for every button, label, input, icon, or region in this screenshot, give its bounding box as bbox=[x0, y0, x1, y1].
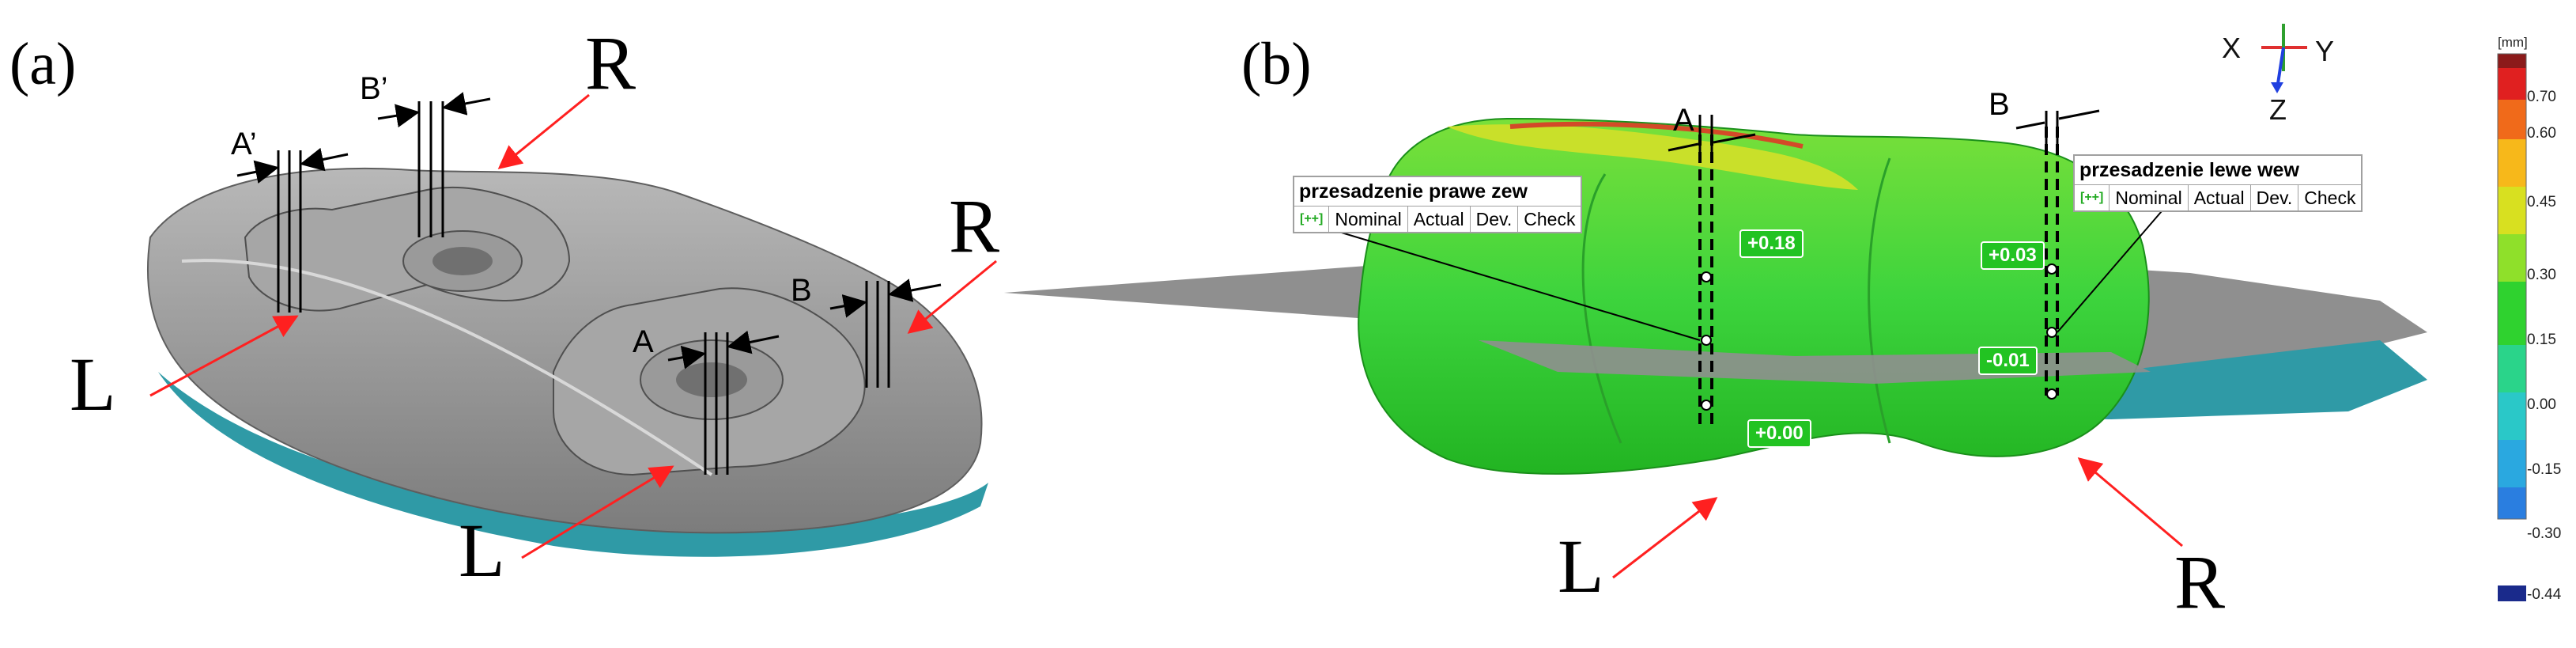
value-tag-b-bottom: -0.01 bbox=[1978, 347, 2038, 375]
scale-tick-7: -0.30 bbox=[2527, 525, 2562, 542]
table-right-col-check: Check bbox=[2304, 188, 2356, 208]
letter-l-left: L bbox=[70, 342, 116, 426]
red-arrows-a bbox=[149, 93, 997, 559]
table-left-header-row: [++] Nominal Actual Dev. Check bbox=[1294, 206, 1581, 232]
red-strip bbox=[1509, 121, 1804, 149]
table-left-icon: [++] bbox=[1294, 207, 1330, 232]
scale-tick-2: 0.45 bbox=[2527, 194, 2556, 210]
leader-right bbox=[2057, 205, 2167, 333]
annotation-table-left: przesadzenie prawe zew [++] Nominal Actu… bbox=[1293, 176, 1583, 233]
leader-left bbox=[1335, 230, 1701, 341]
axis-x-label: X bbox=[2222, 32, 2242, 64]
part-illustration-a bbox=[146, 92, 997, 559]
table-right-col-nominal: Nominal bbox=[2110, 185, 2189, 210]
scale-tick-5: 0.00 bbox=[2527, 396, 2556, 413]
dim-a bbox=[667, 330, 780, 475]
scale-tick-8: -0.44 bbox=[2527, 586, 2562, 603]
dim-label-b: B bbox=[1989, 87, 2010, 122]
dim-a-ticks bbox=[1668, 115, 1756, 158]
yellow-band bbox=[1447, 124, 1858, 190]
probe-points bbox=[1701, 263, 2057, 411]
panel-b: (b) L R A B X Y Z przesadzenie prawe zew… bbox=[1004, 0, 2576, 648]
table-right-col-dev: Dev. bbox=[2251, 185, 2299, 210]
letter-l: L bbox=[1558, 524, 1604, 608]
scale-tick-1: 0.60 bbox=[2527, 125, 2556, 142]
annotation-table-right: przesadzenie lewe wew [++] Nominal Actua… bbox=[2073, 154, 2363, 212]
scale-tick-0: 0.70 bbox=[2527, 89, 2556, 105]
scale-unit: [mm] bbox=[2498, 35, 2528, 50]
dim-label-a: A bbox=[633, 324, 654, 359]
dim-label-a-prime: A’ bbox=[231, 127, 257, 161]
table-right-title: przesadzenie lewe wew bbox=[2079, 159, 2299, 181]
highlight bbox=[181, 259, 713, 476]
letter-l-bottom: L bbox=[459, 508, 505, 593]
table-right-header-row: [++] Nominal Actual Dev. Check bbox=[2075, 184, 2362, 210]
table-left-col-check: Check bbox=[1524, 209, 1576, 229]
table-left-col-dev: Dev. bbox=[1471, 207, 1519, 232]
table-right-icon: [++] bbox=[2075, 185, 2110, 210]
scale-tick-4: 0.15 bbox=[2527, 332, 2556, 348]
dim-label-b: B bbox=[791, 273, 812, 308]
color-scale-bar bbox=[2497, 53, 2527, 601]
axis-y-label: Y bbox=[2315, 35, 2335, 67]
panel-a-label: (a) bbox=[9, 31, 77, 97]
value-tag-b-top: +0.03 bbox=[1981, 241, 2045, 270]
dim-label-b-prime: B’ bbox=[360, 71, 388, 106]
part-illustration-b bbox=[1004, 24, 2527, 601]
letter-r: R bbox=[2174, 540, 2226, 624]
table-left-title: przesadzenie prawe zew bbox=[1299, 180, 1528, 203]
dim-b-dashed bbox=[2045, 127, 2059, 396]
table-left-col-nominal: Nominal bbox=[1329, 207, 1408, 232]
letter-r-right: R bbox=[949, 184, 1000, 268]
red-arrows-b bbox=[1612, 457, 2183, 579]
panel-b-label: (b) bbox=[1241, 31, 1312, 97]
scale-tick-6: -0.15 bbox=[2527, 461, 2562, 478]
axis-z-label: Z bbox=[2269, 93, 2287, 126]
value-tag-a-top: +0.18 bbox=[1739, 229, 1804, 258]
table-right-col-actual: Actual bbox=[2189, 185, 2251, 210]
letter-r-top: R bbox=[585, 21, 636, 105]
dim-b-prime bbox=[377, 92, 491, 237]
table-left-col-actual: Actual bbox=[1408, 207, 1471, 232]
dim-a-dashed bbox=[1698, 135, 1713, 427]
lower-boss-hole bbox=[676, 362, 747, 397]
scale-tick-3: 0.30 bbox=[2527, 267, 2556, 283]
value-tag-a-bottom: +0.00 bbox=[1747, 419, 1811, 448]
dim-a-prime bbox=[236, 147, 349, 313]
seam-right bbox=[1868, 157, 1891, 444]
dim-label-a: A bbox=[1673, 103, 1694, 138]
dim-b-ticks bbox=[2015, 109, 2100, 150]
panel-a: (a) R R L L A’ B’ A B bbox=[0, 0, 1004, 648]
axis-triad bbox=[2261, 24, 2307, 93]
upper-boss-hole bbox=[432, 247, 493, 275]
seam-left bbox=[1581, 173, 1622, 444]
dim-b bbox=[829, 279, 942, 388]
